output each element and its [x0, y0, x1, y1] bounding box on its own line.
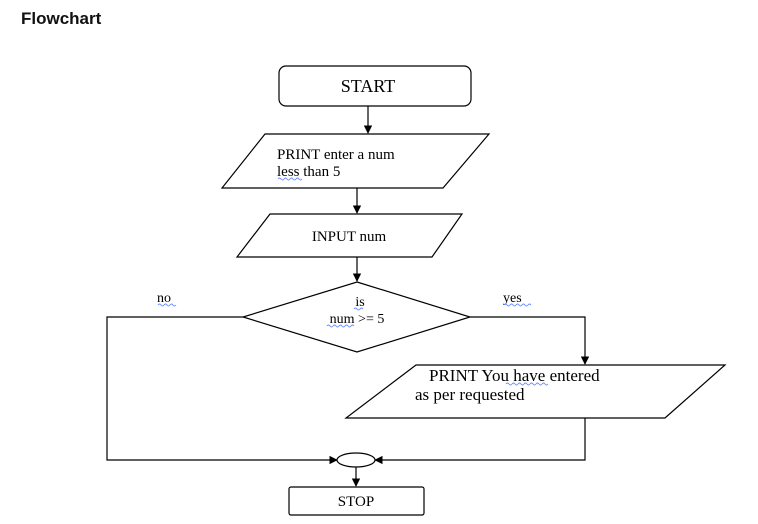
start-label: START: [341, 76, 395, 96]
print-result-line2: as per requested: [415, 385, 525, 404]
spellcheck-is: [353, 307, 364, 311]
spellcheck-no: [157, 303, 177, 307]
print-prompt-line1: PRINT enter a num: [277, 147, 395, 163]
print-result-parallelogram: [344, 364, 727, 419]
merge-connector: [336, 452, 376, 468]
print-result-line1: PRINT You have entered: [429, 366, 600, 385]
stop-terminal: [288, 486, 425, 516]
decision-diamond: [240, 281, 473, 353]
branch-yes-label: yes: [503, 291, 522, 306]
branch-no-label: no: [157, 291, 171, 306]
start-terminal: [278, 65, 472, 107]
spellcheck-you: [505, 382, 549, 386]
spellcheck-num: [326, 324, 355, 328]
page-title: Flowchart: [21, 9, 102, 28]
connector-no-branch: [106, 316, 338, 465]
print-prompt-parallelogram: [220, 133, 491, 189]
connector-result-to-merge: [374, 418, 586, 465]
connector-yes-branch: [470, 316, 590, 365]
decision-line2: num >= 5: [330, 312, 385, 327]
input-parallelogram: [235, 213, 464, 258]
stop-label: STOP: [338, 494, 374, 510]
print-prompt-line2: less than 5: [277, 164, 340, 180]
decision-line1: is: [355, 295, 364, 310]
spellcheck-yes: [503, 303, 532, 307]
spellcheck-less: [277, 177, 303, 181]
input-label: INPUT num: [312, 229, 387, 245]
